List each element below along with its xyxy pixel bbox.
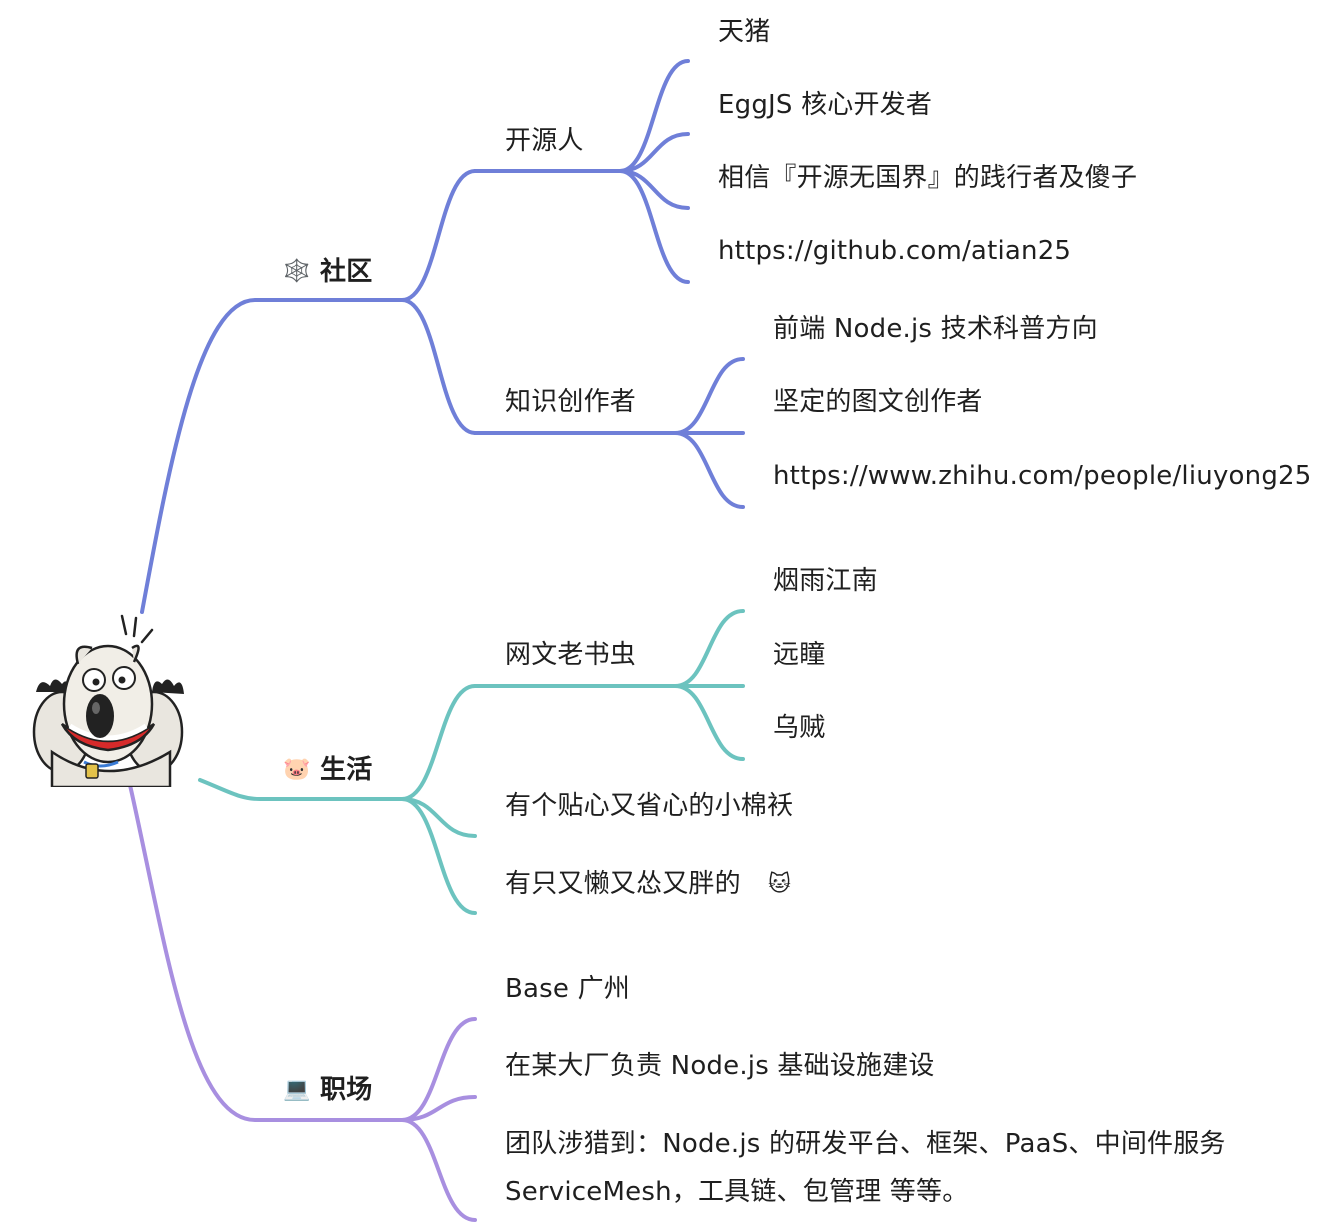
team-scope-line	[402, 1120, 475, 1220]
pig-icon: 🐷	[283, 757, 310, 783]
branch-life-label[interactable]: 生活	[320, 755, 372, 785]
career-trunk-line	[130, 785, 402, 1120]
leaf-zhihu-link[interactable]: https://www.zhihu.com/people/liuyong25	[773, 461, 1312, 491]
node-base-guangzhou[interactable]: Base 广州	[505, 974, 630, 1004]
node-open-source[interactable]: 开源人	[505, 126, 584, 156]
branch-career-label[interactable]: 职场	[320, 1075, 372, 1105]
nodejs-science-line	[675, 359, 743, 433]
web-novel-link-line	[402, 686, 475, 799]
leaf-wuzei[interactable]: 乌贼	[773, 713, 825, 743]
laptop-icon: 💻	[283, 1077, 310, 1103]
leaf-open-source-believer[interactable]: 相信『开源无国界』的践行者及傻子	[718, 163, 1137, 193]
node-web-novel-reader[interactable]: 网文老书虫	[505, 640, 636, 670]
community-branch-lines	[142, 61, 743, 612]
leaf-yanyu-jiangnan[interactable]: 烟雨江南	[773, 566, 878, 596]
base-guangzhou-line	[402, 1019, 475, 1120]
open-source-link-line	[402, 171, 475, 300]
life-branch-lines	[200, 611, 743, 913]
branch-community-label[interactable]: 社区	[320, 257, 372, 287]
leaf-github-link[interactable]: https://github.com/atian25	[718, 236, 1071, 266]
node-team-scope-line2[interactable]: ServiceMesh，工具链、包管理 等等。	[505, 1177, 968, 1207]
node-daughter[interactable]: 有个贴心又省心的小棉袄	[505, 791, 793, 821]
leaf-eggjs-core-dev[interactable]: EggJS 核心开发者	[718, 90, 932, 120]
node-team-scope-line1[interactable]: 团队涉猎到：Node.js 的研发平台、框架、PaaS、中间件服务	[505, 1129, 1226, 1159]
leaf-tianzhu[interactable]: 天猪	[718, 17, 770, 47]
node-cat[interactable]: 有只又懒又怂又胖的	[505, 869, 741, 899]
node-knowledge-creator[interactable]: 知识创作者	[505, 387, 636, 417]
leaf-yuantong[interactable]: 远瞳	[773, 640, 825, 670]
web-icon: 🕸️	[283, 259, 310, 285]
node-nodejs-infra[interactable]: 在某大厂负责 Node.js 基础设施建设	[505, 1051, 935, 1081]
zhihu-line	[675, 433, 743, 507]
root-dog-avatar-icon	[22, 612, 197, 787]
community-trunk-line	[142, 300, 402, 612]
career-branch-lines	[130, 785, 475, 1220]
cat-icon: 🐱	[768, 872, 791, 898]
leaf-graphic-creator[interactable]: 坚定的图文创作者	[773, 387, 983, 417]
leaf-nodejs-popular-science[interactable]: 前端 Node.js 技术科普方向	[773, 314, 1098, 344]
wuzei-line	[675, 686, 743, 759]
knowledge-creator-link-line	[402, 300, 475, 433]
yanyu-line	[675, 611, 743, 686]
